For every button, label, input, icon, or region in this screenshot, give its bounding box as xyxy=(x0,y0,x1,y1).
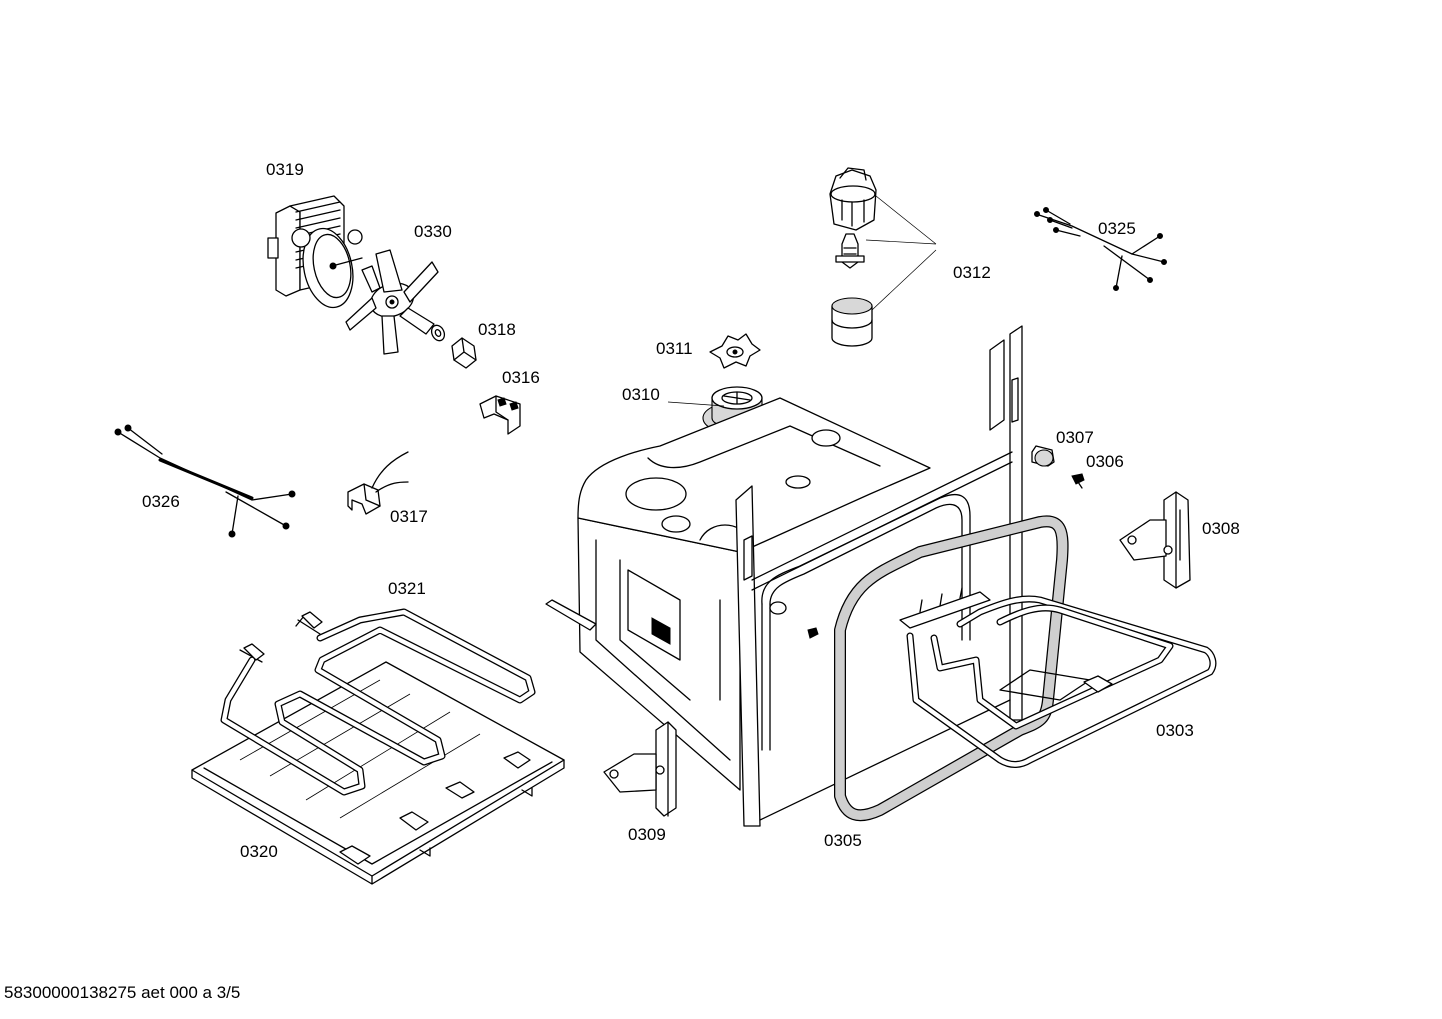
part-door-seal[interactable] xyxy=(834,515,1069,822)
part-side-bracket-right[interactable] xyxy=(1119,491,1191,589)
part-lamp-set[interactable] xyxy=(829,167,877,347)
label-0303: 0303 xyxy=(1156,721,1194,740)
part-bottom-heater[interactable] xyxy=(220,608,536,796)
part-fan-motor[interactable] xyxy=(267,195,363,312)
part-side-bracket-left[interactable] xyxy=(603,721,677,817)
part-screw[interactable] xyxy=(807,473,1085,639)
label-0326: 0326 xyxy=(142,492,180,511)
label-0319: 0319 xyxy=(266,160,304,179)
part-clip[interactable] xyxy=(709,333,761,369)
label-0321: 0321 xyxy=(388,579,426,598)
leader-lines xyxy=(667,195,937,407)
label-0308: 0308 xyxy=(1202,519,1240,538)
document-code: 58300000138275 aet 000 a 3/5 xyxy=(4,983,240,1002)
part-bottom-tray[interactable] xyxy=(191,661,565,885)
label-0312: 0312 xyxy=(953,263,991,282)
part-fan-wheel[interactable] xyxy=(345,249,439,355)
part-thermostat[interactable] xyxy=(347,451,409,515)
label-0317: 0317 xyxy=(390,507,428,526)
label-0307: 0307 xyxy=(1056,428,1094,447)
part-cable-left[interactable] xyxy=(114,424,296,538)
label-0316: 0316 xyxy=(502,368,540,387)
part-front-frame[interactable] xyxy=(735,325,1023,827)
part-switch-bracket[interactable] xyxy=(479,395,521,435)
label-0318: 0318 xyxy=(478,320,516,339)
label-0330: 0330 xyxy=(414,222,452,241)
label-0320: 0320 xyxy=(240,842,278,861)
label-0309: 0309 xyxy=(628,825,666,844)
part-lamp-cover-small[interactable] xyxy=(1031,445,1055,467)
part-oven-cavity[interactable] xyxy=(545,397,931,791)
label-0325: 0325 xyxy=(1098,219,1136,238)
label-0311: 0311 xyxy=(656,339,693,358)
part-washer-nut[interactable] xyxy=(429,323,477,369)
part-top-heater[interactable] xyxy=(899,587,1217,768)
part-cable-right[interactable] xyxy=(1034,207,1167,291)
label-0306: 0306 xyxy=(1086,452,1124,471)
label-0305: 0305 xyxy=(824,831,862,850)
label-0310: 0310 xyxy=(622,385,660,404)
